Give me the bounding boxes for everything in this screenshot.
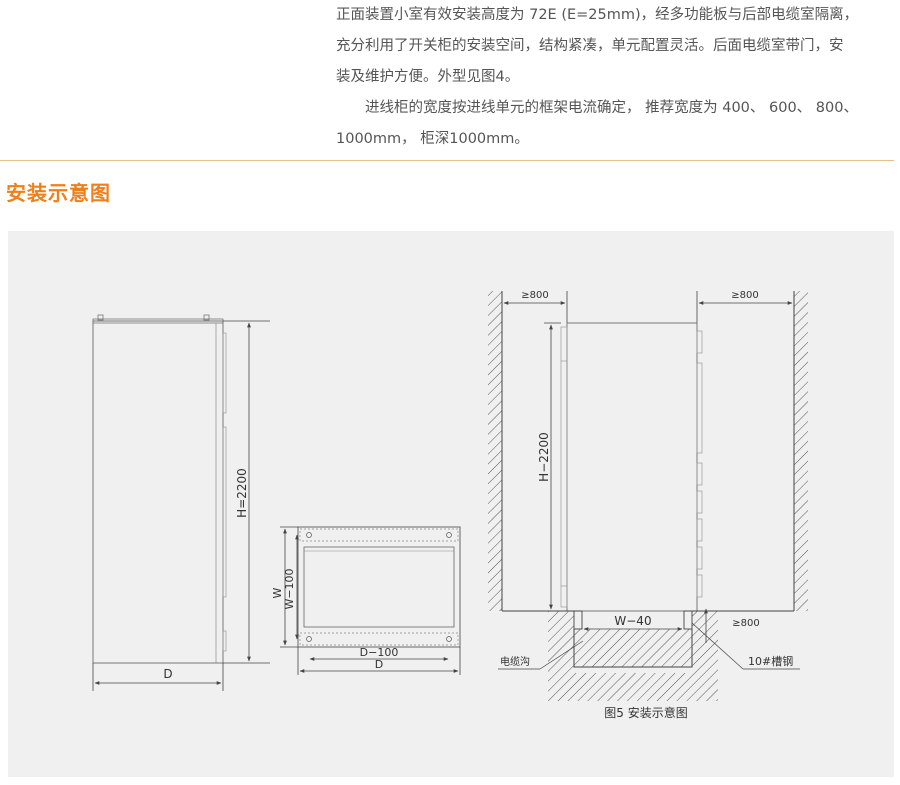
side-height-label: H=2200 (235, 468, 249, 518)
top-depth-label: D (375, 658, 383, 671)
intro-line-4: 进线柜的宽度按进线单元的框架电流确定， 推荐宽度为 400、 600、 800、 (365, 100, 858, 116)
intro-line-5: 1000mm， 柜深1000mm。 (336, 131, 529, 147)
hinge-3 (222, 630, 227, 652)
top-depth-inner-label: D−100 (360, 646, 399, 659)
top-width-inner-label: W−100 (283, 568, 296, 609)
base-frame-rail-top (299, 528, 459, 542)
side-depth-label: D (163, 667, 172, 681)
left-wall-hatch (488, 291, 502, 611)
intro-line-1: 正面装置小室有效安装高度为 72E (E=25mm)，经多功能板与后部电缆室隔离… (336, 7, 859, 23)
base-frame-inner (303, 546, 455, 628)
figure-caption: 图5 安装示意图 (604, 705, 687, 720)
trench-label: 电缆沟 (500, 655, 530, 668)
install-height-label: H−2200 (537, 432, 551, 482)
cabinet-body (92, 320, 224, 664)
left-clearance-label: ≥800 (521, 290, 548, 301)
channel-steel-right (683, 610, 693, 630)
intro-line-3: 装及维护方便。外型见图4。 (336, 69, 520, 85)
lifting-lug-right (203, 314, 210, 321)
intro-text: 正面装置小室有效安装高度为 72E (E=25mm)，经多功能板与后部电缆室隔离… (336, 0, 896, 155)
section-title: 安装示意图 (6, 181, 111, 205)
mount-hole-2 (446, 532, 452, 538)
cabinet-hinge-r7 (696, 574, 703, 598)
channel-label: 10#槽钢 (748, 655, 793, 668)
trench-leader (539, 640, 584, 670)
top-view: W W−100 D−100 D (271, 526, 461, 675)
lifting-lug-left (97, 314, 104, 321)
cabinet-hinge-r3 (696, 462, 703, 486)
figure-panel: H=2200 D W W−100 (8, 231, 894, 777)
cabinet-hinge-r6 (696, 546, 703, 570)
cabinet-hinge-r5 (696, 518, 703, 542)
hinge-1 (222, 332, 227, 414)
base-frame-outer (297, 526, 461, 648)
install-view: ≥800 ≥800 H−2200 (488, 290, 808, 701)
intro-line-2: 充分利用了开关柜的安装空间，结构紧凑，单元配置灵活。后面电缆室带门，安 (336, 38, 844, 54)
install-width-label: W−40 (614, 614, 651, 628)
right-clearance-label: ≥800 (731, 290, 758, 301)
section-divider (0, 160, 894, 161)
cabinet-hinge-r1 (696, 330, 703, 354)
channel-steel-left (573, 610, 583, 630)
cable-trench-hatch (548, 611, 718, 701)
right-wall-hatch (794, 291, 808, 611)
side-view: H=2200 D (92, 314, 270, 691)
mount-hole-3 (306, 636, 312, 642)
front-clearance-label: ≥800 (732, 618, 759, 629)
cabinet-hinge-r2 (696, 362, 703, 454)
cabinet-hinge-r4 (696, 490, 703, 514)
installed-cabinet (566, 322, 698, 612)
mount-hole-4 (446, 636, 452, 642)
cabinet-side-panel-left (560, 326, 568, 608)
channel-leader (691, 622, 744, 670)
base-frame-rail-bottom (299, 632, 459, 646)
top-width-label: W (271, 587, 284, 598)
installation-diagram: H=2200 D W W−100 (92, 290, 808, 720)
mount-hole-1 (306, 532, 312, 538)
hinge-2 (222, 426, 227, 598)
